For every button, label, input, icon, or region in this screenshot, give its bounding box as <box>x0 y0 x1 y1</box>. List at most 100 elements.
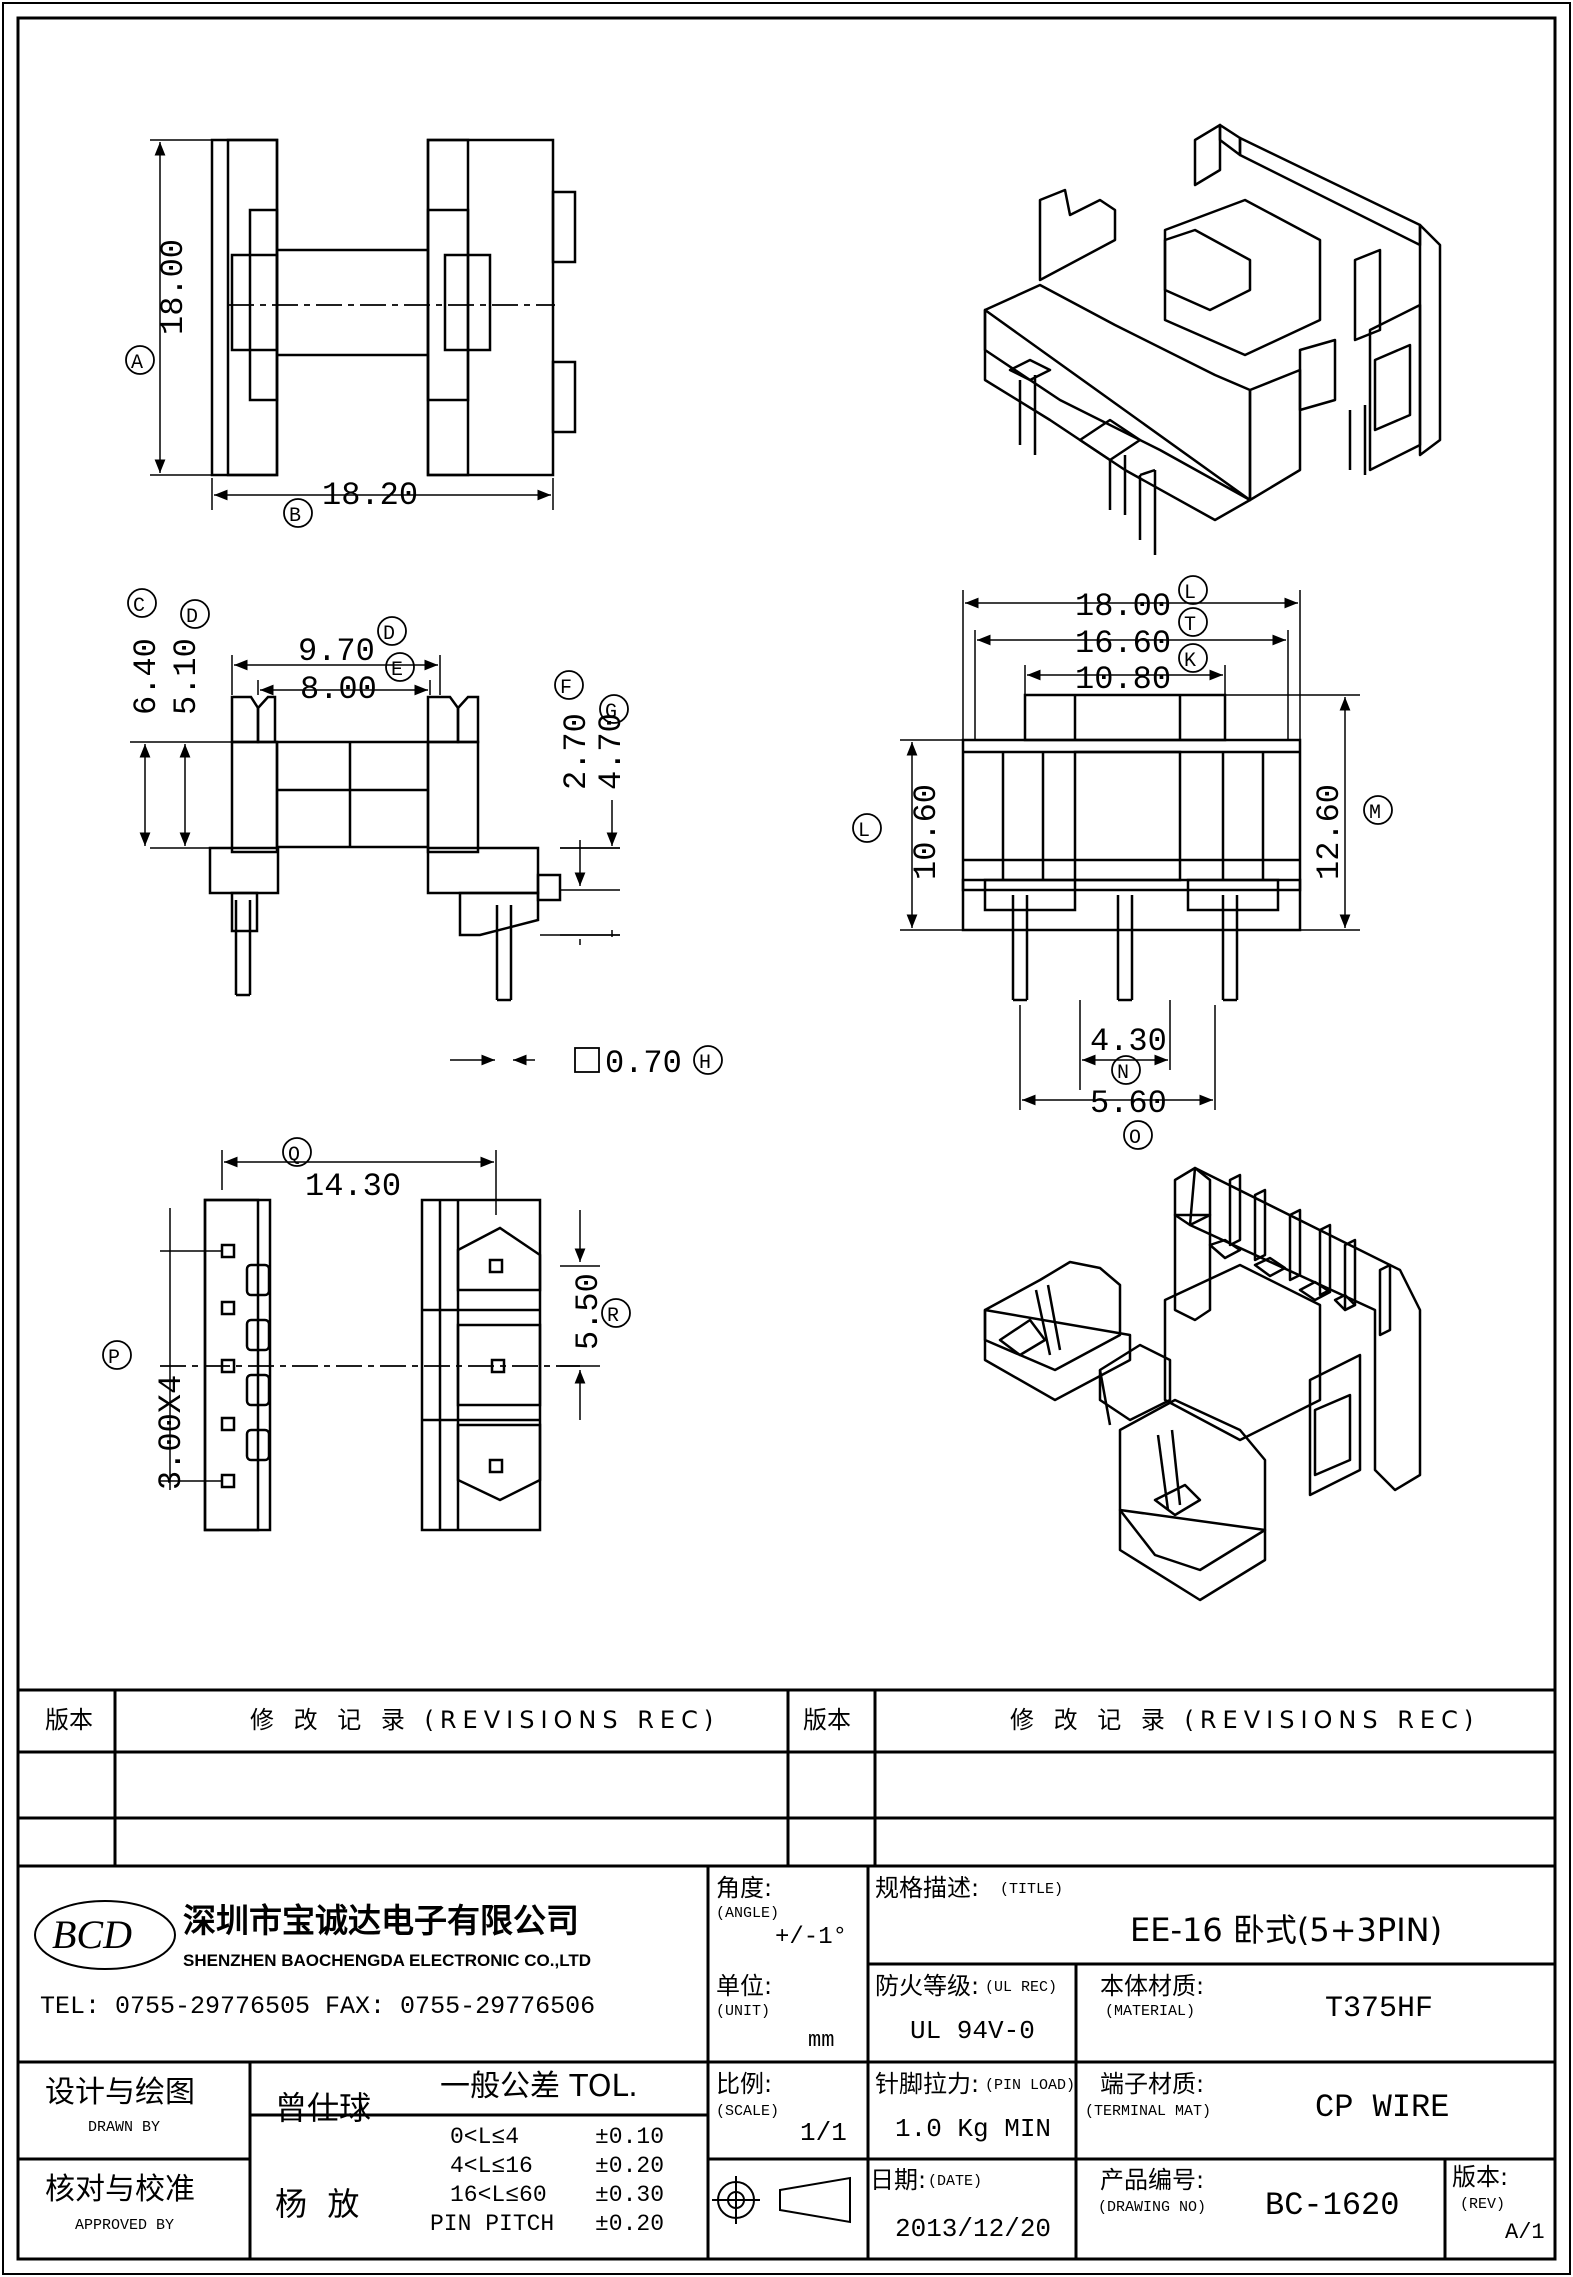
terminal-en: (TERMINAL MAT) <box>1085 2103 1212 2120</box>
svg-text:D: D <box>383 623 395 646</box>
isometric-view-top <box>983 123 1442 555</box>
date-value: 2013/12/20 <box>895 2214 1052 2244</box>
svg-text:E: E <box>391 659 403 682</box>
svg-text:H: H <box>699 1052 711 1075</box>
marker-k: K <box>1178 643 1208 673</box>
bottom-view <box>160 1150 600 1532</box>
inner-frame <box>16 16 1557 2261</box>
scale-label: 比例: <box>716 2070 773 2098</box>
dim-r-value: 5.50 <box>570 1273 607 1350</box>
tolerance-range-2: 4<L≤16 <box>450 2153 533 2179</box>
front-view <box>900 590 1360 1110</box>
marker-b: B <box>283 498 313 528</box>
tolerance-range-3: 16<L≤60 <box>450 2182 547 2208</box>
drawing-no-label: 产品编号: <box>1100 2166 1205 2194</box>
drawn-by-label: 设计与绘图 <box>45 2075 195 2110</box>
dim-d970-value: 9.70 <box>298 633 375 670</box>
projection-symbol <box>712 2176 851 2224</box>
svg-text:O: O <box>1129 1127 1141 1150</box>
rev-en: (REV) <box>1460 2196 1506 2213</box>
svg-text:C: C <box>133 595 145 618</box>
side-view <box>130 655 620 1073</box>
marker-d2: D <box>377 616 407 646</box>
svg-text:D: D <box>186 606 198 629</box>
dim-k-value: 10.80 <box>1075 661 1171 698</box>
marker-n: N <box>1111 1055 1141 1085</box>
isometric-view-bottom <box>983 1166 1422 1602</box>
svg-text:T: T <box>1184 614 1196 637</box>
dim-m-value: 12.60 <box>1311 784 1348 880</box>
svg-text:Q: Q <box>288 1144 300 1167</box>
material-value: T375HF <box>1325 1992 1434 2026</box>
drawing-no-en: (DRAWING NO) <box>1098 2199 1207 2216</box>
svg-text:R: R <box>607 1305 619 1328</box>
dim-h-value: 0.70 <box>605 1045 682 1082</box>
dim-o-value: 5.60 <box>1090 1085 1167 1122</box>
svg-text:B: B <box>289 505 301 528</box>
marker-o: O <box>1123 1120 1153 1150</box>
marker-d: D <box>180 599 210 629</box>
company-name-cn: 深圳市宝诚达电子有限公司 <box>183 1901 579 1940</box>
dim-b-value: 18.20 <box>322 477 418 514</box>
marker-l1: L <box>1178 575 1208 605</box>
dim-c-value: 6.40 <box>128 638 165 715</box>
tolerance-range-1: 0<L≤4 <box>450 2124 520 2150</box>
svg-text:K: K <box>1184 650 1196 673</box>
drawing-no-value: BC-1620 <box>1265 2187 1400 2224</box>
svg-text:F: F <box>560 677 572 700</box>
angle-en: (ANGLE) <box>716 1905 780 1922</box>
pin-load-label: 针脚拉力: <box>875 2070 980 2098</box>
tolerance-value-4: ±0.20 <box>595 2211 665 2237</box>
ul-en: (UL REC) <box>985 1979 1058 1996</box>
dim-l-value: 10.60 <box>908 784 945 880</box>
dim-p-value: 3.00X4 <box>153 1375 190 1490</box>
title-label: 规格描述: <box>875 1874 980 1902</box>
unit-label: 单位: <box>716 1972 773 2000</box>
rev-value: A/1 <box>1505 2220 1545 2245</box>
marker-t: T <box>1178 607 1208 637</box>
tolerance-value-3: ±0.30 <box>595 2182 665 2208</box>
company-logo: BCD <box>34 1900 176 1970</box>
unit-value: mm <box>808 2028 835 2053</box>
marker-a: A <box>125 345 155 375</box>
approved-by-en: APPROVED BY <box>75 2217 175 2234</box>
svg-text:P: P <box>108 1347 120 1370</box>
rev-header-left-title: 修 改 记 录 (REVISIONS REC) <box>250 1706 720 1734</box>
material-en: (MATERIAL) <box>1105 2003 1196 2020</box>
rev-header-right-label: 版本 <box>803 1706 851 1734</box>
dim-d-value: 5.10 <box>168 638 205 715</box>
company-contact: TEL: 0755-29776505 FAX: 0755-29776506 <box>40 1992 596 2021</box>
dim-e800-value: 8.00 <box>300 671 377 708</box>
drawn-by-value: 曾仕球 <box>275 2089 372 2127</box>
drawn-by-en: DRAWN BY <box>88 2119 161 2136</box>
marker-p: P <box>102 1340 132 1370</box>
rev-header-right-title: 修 改 记 录 (REVISIONS REC) <box>1010 1706 1480 1734</box>
tolerance-value-2: ±0.20 <box>595 2153 665 2179</box>
marker-r: R <box>601 1298 631 1328</box>
marker-e: E <box>385 652 415 682</box>
tolerance-title: 一般公差 TOL. <box>440 2069 638 2104</box>
rev-header-left-label: 版本 <box>45 1706 93 1734</box>
dim-g-value: 4.70 <box>593 713 630 790</box>
rev-label: 版本: <box>1452 2163 1509 2191</box>
svg-text:G: G <box>605 701 617 724</box>
marker-m: M <box>1363 795 1393 825</box>
marker-g: G <box>599 694 629 724</box>
marker-q: Q <box>282 1137 312 1167</box>
svg-text:BCD: BCD <box>52 1912 132 1957</box>
ul-label: 防火等级: <box>875 1972 980 2000</box>
marker-l2: L <box>852 813 882 843</box>
date-label: 日期: <box>870 2166 927 2194</box>
dim-j-value: 18.00 <box>1075 588 1171 625</box>
dim-n-value: 4.30 <box>1090 1023 1167 1060</box>
dim-q-value: 14.30 <box>305 1168 401 1205</box>
approved-by-label: 核对与校准 <box>45 2172 195 2207</box>
date-en: (DATE) <box>928 2173 983 2190</box>
company-name-en: SHENZHEN BAOCHENGDA ELECTRONIC CO.,LTD <box>183 1951 591 1970</box>
dim-t-value: 16.60 <box>1075 625 1171 662</box>
svg-text:M: M <box>1369 802 1381 825</box>
marker-f: F <box>554 670 584 700</box>
ul-value: UL 94V-0 <box>910 2016 1035 2046</box>
